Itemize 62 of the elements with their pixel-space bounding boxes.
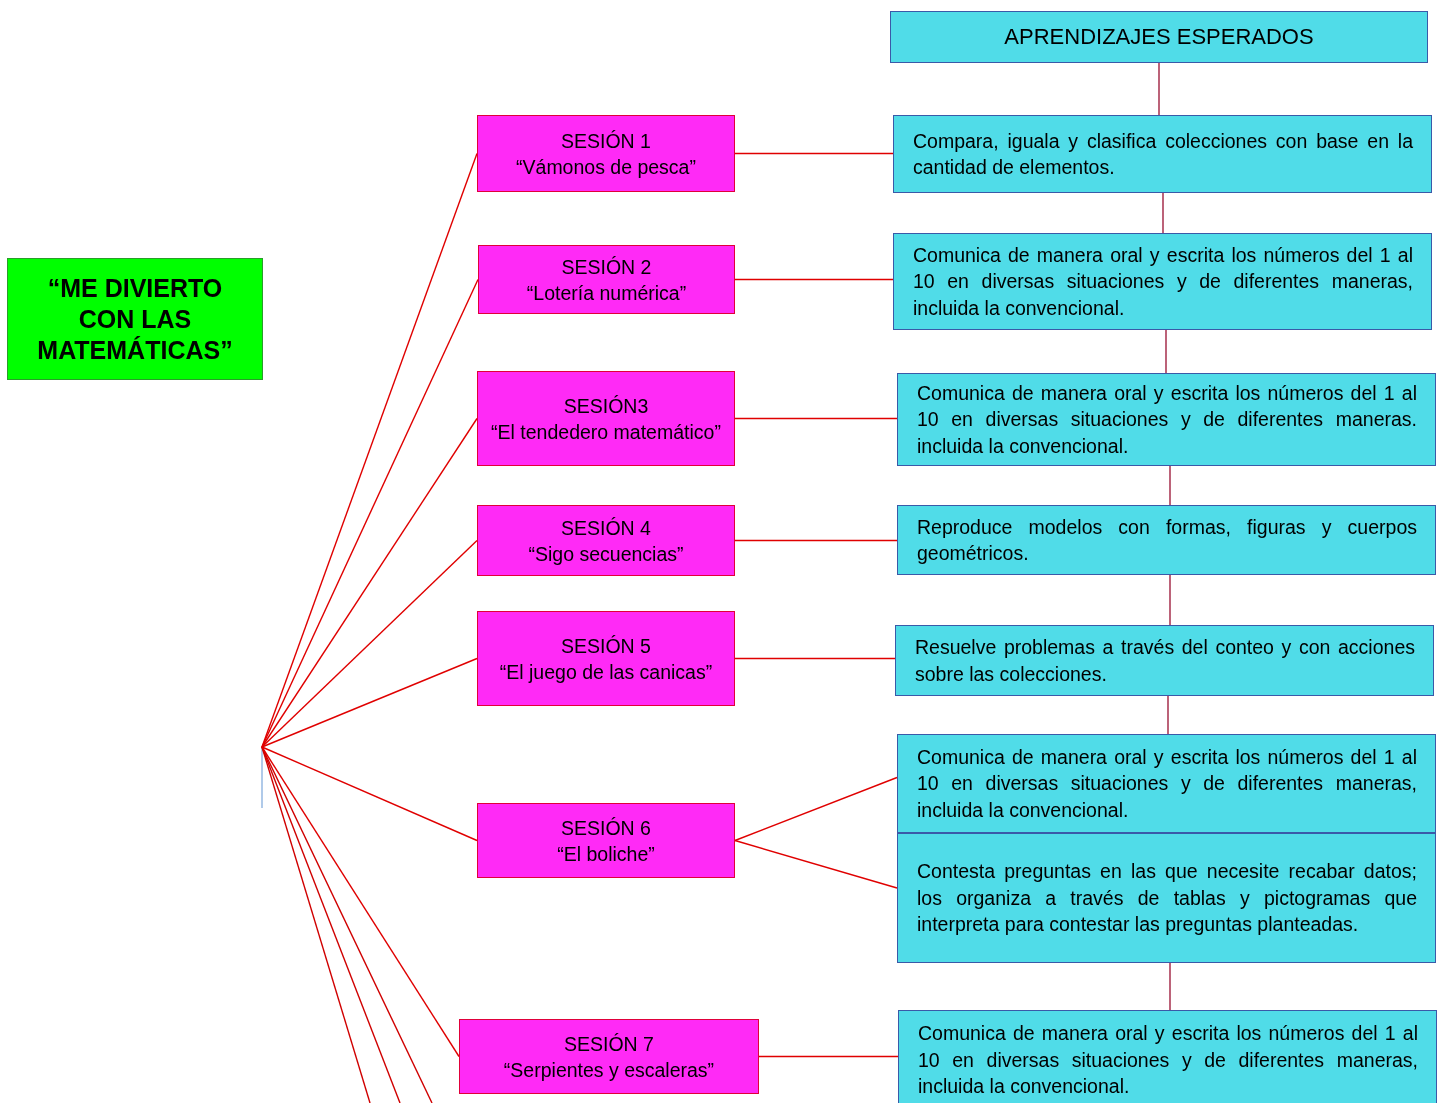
- header-title: APRENDIZAJES ESPERADOS: [1004, 24, 1314, 50]
- session-box: [478, 245, 735, 314]
- connector-line: [1169, 962, 1171, 1011]
- connector-line: [1165, 329, 1167, 374]
- connector-line: [261, 539, 478, 748]
- learning-text: Comunica de manera oral y escrita los números del 1 al 10 en diversas situaciones y de diferentes maneras. incluida la convencional.: [917, 380, 1417, 459]
- session-name: “El boliche”: [557, 841, 655, 867]
- connector-line: [1158, 62, 1160, 116]
- session-name: “Sigo secuencias”: [528, 541, 684, 567]
- session-number: SESIÓN3: [563, 393, 649, 419]
- topic-box: [7, 258, 263, 380]
- learning-text: Resuelve problemas a través del conteo y con acciones sobre las colecciones.: [915, 635, 1415, 687]
- session-box: [477, 505, 735, 576]
- connector-line: [261, 746, 478, 842]
- session-box: [459, 1019, 759, 1094]
- learning-text: Comunica de manera oral y escrita los números del 1 al 10 en diversas situaciones y de diferentes maneras, incluida la convencional.: [913, 242, 1413, 321]
- header-box: [890, 11, 1428, 63]
- session-number: SESIÓN 6: [561, 815, 651, 841]
- learning-box: [897, 833, 1436, 963]
- connector-line: [734, 278, 894, 281]
- session-box: [477, 371, 735, 466]
- connector-line: [734, 657, 896, 660]
- learning-box: [897, 505, 1436, 575]
- session-name: “Serpientes y escaleras”: [503, 1057, 715, 1083]
- learning-box: [897, 734, 1436, 833]
- learning-box: [893, 115, 1432, 193]
- session-box: [477, 611, 735, 706]
- session-name: “El juego de las canicas”: [499, 659, 713, 685]
- session-box: [477, 803, 735, 878]
- connector-line: [261, 657, 478, 748]
- session-number: SESIÓN 5: [561, 633, 651, 659]
- connector-line: [734, 417, 898, 420]
- session-number: SESIÓN 7: [564, 1031, 654, 1057]
- learning-text: Compara, iguala y clasifica colecciones con base en la cantidad de elementos.: [913, 128, 1413, 180]
- connector-line: [758, 1055, 899, 1058]
- learning-box: [898, 1010, 1437, 1103]
- connector-line: [1162, 192, 1164, 234]
- session-name: “Vámonos de pesca”: [516, 154, 696, 180]
- learning-text: Comunica de manera oral y escrita los números del 1 al 10 en diversas situaciones y de diferentes maneras, incluida la convencional.: [918, 1021, 1418, 1100]
- connector-line: [1169, 574, 1171, 626]
- connector-line: [734, 839, 898, 889]
- connector-line: [734, 152, 894, 155]
- connector-line: [1167, 695, 1169, 735]
- session-number: SESIÓN 4: [561, 515, 651, 541]
- learning-text: Reproduce modelos con formas, figuras y cuerpos geométricos.: [917, 514, 1417, 566]
- learning-box: [893, 233, 1432, 330]
- learning-text: Contesta preguntas en las que necesite recabar datos; los organiza a través de tablas y pictogramas que interpreta para contestar las preguntas planteadas.: [917, 859, 1417, 938]
- session-name: “El tendedero matemático”: [491, 419, 721, 445]
- connector-line: [1169, 465, 1171, 506]
- connector-line: [261, 746, 460, 1058]
- connector-line: [734, 776, 898, 842]
- learning-text: Comunica de manera oral y escrita los números del 1 al 10 en diversas situaciones y de diferentes maneras, incluida la convencional.: [917, 744, 1417, 823]
- session-number: SESIÓN 2: [561, 254, 652, 280]
- connector-line: [261, 417, 478, 748]
- session-box: [477, 115, 735, 192]
- session-name: “Lotería numérica”: [526, 280, 687, 306]
- connector-line: [734, 539, 898, 542]
- connector-line: [261, 278, 479, 748]
- learning-box: [897, 373, 1436, 466]
- session-number: SESIÓN 1: [561, 128, 651, 154]
- topic-title: “ME DIVIERTO CON LAS MATEMÁTICAS”: [36, 272, 234, 366]
- learning-box: [895, 625, 1434, 696]
